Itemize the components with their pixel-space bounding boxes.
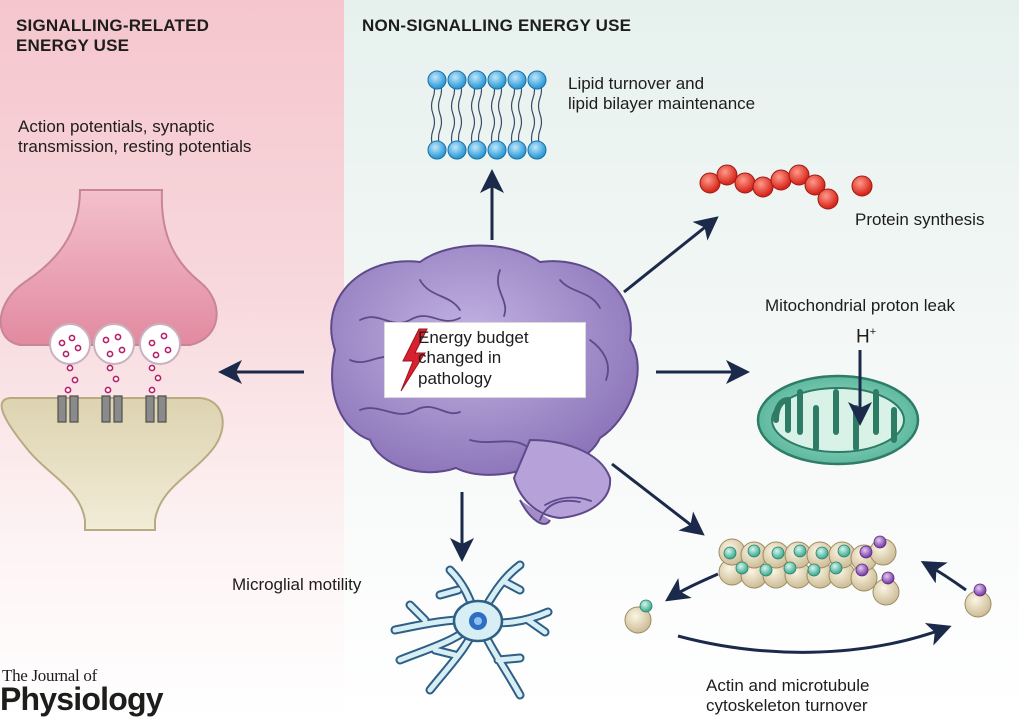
arrow-polymerize [920, 561, 967, 592]
proton-label: H+ [856, 326, 877, 348]
cytoskeleton-illustration [624, 535, 992, 634]
arrow-to-protein [623, 216, 719, 294]
non-signalling-heading: NON-SIGNALLING ENERGY USE [362, 16, 632, 35]
protein-chain-illustration [699, 164, 873, 210]
journal-logo: Physiology [0, 681, 164, 717]
microglial-motility-label: Microglial motility [232, 575, 362, 594]
mitochondrion-illustration [756, 350, 920, 466]
energy-budget-text: Energy budget changed in pathology [418, 328, 529, 388]
arrow-recycle [677, 623, 952, 654]
lipid-bilayer-illustration [427, 70, 547, 160]
lipid-turnover-label: Lipid turnover and lipid bilayer mainten… [568, 74, 756, 114]
vesicle-cluster [49, 323, 181, 394]
microglia-illustration [390, 560, 553, 700]
arrow-depolymerize [665, 572, 719, 602]
flow-arrows [218, 169, 967, 654]
energy-budget-box [384, 322, 586, 398]
cytoskeleton-turnover-label: Actin and microtubule cytoskeleton turno… [706, 676, 870, 716]
receptor-channels [57, 395, 167, 423]
synapse-illustration [0, 189, 224, 531]
arrow-to-cytoskeleton [611, 462, 705, 536]
postsynaptic-terminal [0, 397, 224, 531]
journal-name-top: The Journal of [2, 666, 97, 685]
signalling-subtitle: Action potentials, synaptic transmission… [18, 117, 252, 157]
presynaptic-terminal [0, 189, 218, 346]
signalling-heading: SIGNALLING-RELATED ENERGY USE [16, 16, 210, 56]
protein-synthesis-label: Protein synthesis [855, 210, 985, 229]
mitochondrial-leak-label: Mitochondrial proton leak [765, 296, 955, 315]
lightning-icon [400, 328, 428, 392]
brain-illustration [330, 244, 639, 525]
